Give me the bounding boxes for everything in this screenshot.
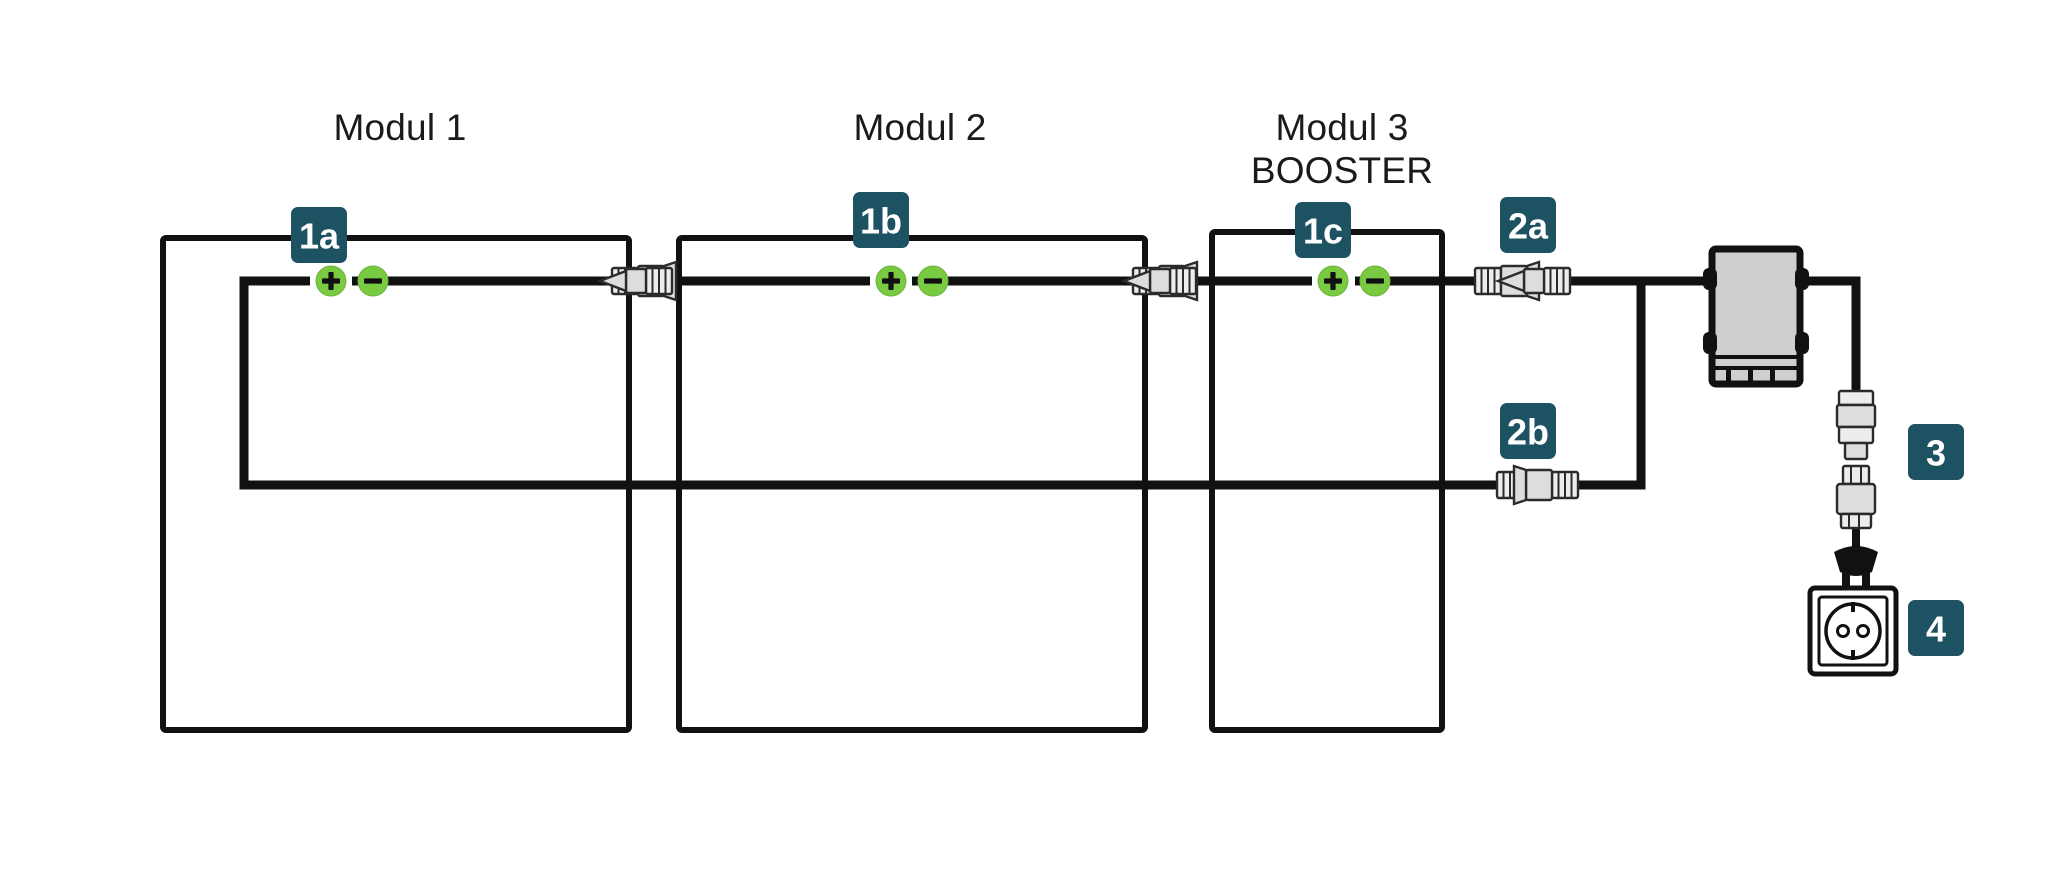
module-2-title: Modul 2	[853, 107, 986, 148]
ac-connector-male	[1835, 464, 1877, 530]
badge-2a-label: 2a	[1508, 206, 1549, 247]
ac-connector-female	[1835, 389, 1877, 461]
badge-2b-bg	[1500, 403, 1556, 459]
mc4-connector-group	[596, 260, 1580, 506]
badge-4[interactable]: 4	[1908, 600, 1964, 656]
badge-1a-bg	[291, 207, 347, 263]
polarity-minus-module2	[917, 265, 949, 297]
ac-connector-pair[interactable]	[1834, 389, 1878, 594]
badge-1c[interactable]: 1c	[1295, 202, 1351, 258]
polarity-plus-module1	[315, 265, 347, 297]
inverter-housing	[1708, 245, 1804, 388]
inverter-fins	[1726, 368, 1775, 386]
mc4-male-module3-in	[1120, 266, 1198, 296]
inverter-terminal-right-lower	[1795, 332, 1809, 354]
wire-module1-negative-return	[239, 276, 1497, 490]
badge-2a[interactable]: 2a	[1500, 197, 1556, 253]
polarity-plus-module3	[1317, 265, 1349, 297]
wiring-group	[239, 276, 1861, 552]
badge-1b-bg	[853, 192, 909, 248]
badge-1a[interactable]: 1a	[291, 207, 347, 263]
micro-inverter[interactable]	[1703, 245, 1809, 388]
badge-2b-label: 2b	[1507, 412, 1549, 453]
polarity-minus-module3	[1359, 265, 1391, 297]
socket-hole-right	[1856, 624, 1870, 638]
badge-1c-label: 1c	[1303, 211, 1343, 252]
badge-3[interactable]: 3	[1908, 424, 1964, 480]
polarity-marker-group	[315, 265, 1391, 297]
inverter-terminal-left	[1703, 268, 1717, 290]
module-3-subtitle: BOOSTER	[1251, 150, 1433, 191]
inverter-terminal-left-lower	[1703, 332, 1717, 354]
socket-hole-left	[1836, 624, 1850, 638]
badge-3-bg	[1908, 424, 1964, 480]
socket-earth-clip-bottom	[1851, 650, 1855, 660]
wire-inverter-ac-out	[1800, 276, 1861, 396]
module-3-title: Modul 3	[1275, 107, 1408, 148]
socket-earth-clip-top	[1851, 602, 1855, 612]
badge-4-label: 4	[1926, 609, 1946, 650]
mc4-male-inverter-plus	[1494, 266, 1572, 296]
inverter-terminal-right	[1795, 268, 1809, 290]
mc4-male-module2-in	[596, 266, 674, 296]
badge-1b[interactable]: 1b	[853, 192, 909, 248]
badge-3-label: 3	[1926, 433, 1946, 474]
badge-2a-bg	[1500, 197, 1556, 253]
module-1-title: Modul 1	[333, 107, 466, 148]
badge-4-bg	[1908, 600, 1964, 656]
badge-1a-label: 1a	[299, 216, 340, 257]
polarity-minus-module1	[357, 265, 389, 297]
socket-recess	[1824, 602, 1882, 660]
badge-2b[interactable]: 2b	[1500, 403, 1556, 459]
schuko-wall-socket[interactable]	[1807, 585, 1899, 677]
badge-1c-bg	[1295, 202, 1351, 258]
badge-1b-label: 1b	[860, 201, 902, 242]
polarity-plus-module2	[875, 265, 907, 297]
wire-2b-to-inverter	[1578, 281, 1646, 490]
mc4-female-inverter-minus	[1512, 464, 1580, 506]
